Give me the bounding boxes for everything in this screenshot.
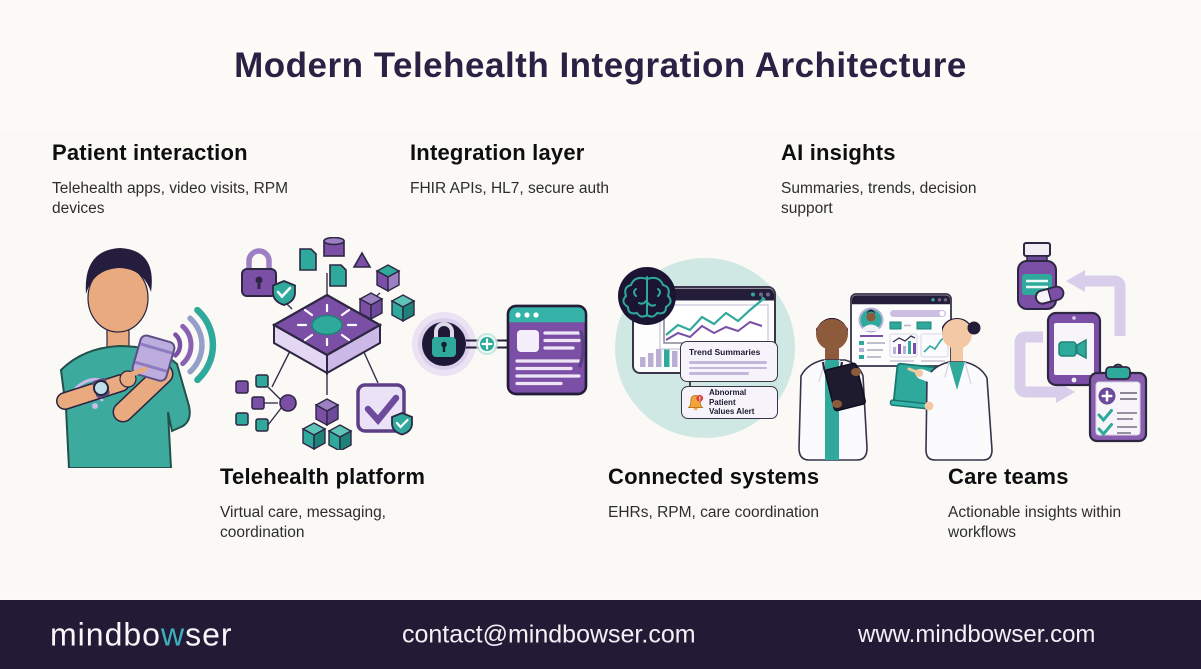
section-title: AI insights — [781, 140, 896, 165]
cycle-arrows-icon — [1014, 275, 1126, 398]
text-line — [689, 366, 767, 369]
brain-icon — [618, 267, 676, 325]
section-title: Connected systems — [608, 464, 820, 489]
female-doctor — [889, 318, 993, 461]
section-subtitle: Virtual care, messaging, coordination — [220, 504, 386, 542]
section-subtitle: Telehealth apps, video visits, RPM devic… — [52, 180, 289, 218]
section-subtitle: FHIR APIs, HL7, secure auth — [410, 180, 610, 197]
patient-wearable-illustration — [56, 248, 191, 468]
section-title: Integration layer — [410, 140, 585, 165]
section-integration-layer: Integration layer FHIR APIs, HL7, secure… — [410, 140, 660, 199]
care-team-review-illustration — [798, 293, 993, 461]
patient-figure — [56, 248, 191, 468]
mindbowser-logo[interactable]: mindbowser — [50, 616, 233, 652]
cubes-bottom-icon — [301, 398, 353, 450]
documents-icon — [299, 237, 372, 287]
text-line — [689, 361, 767, 364]
section-patient-interaction: Patient interaction Telehealth apps, vid… — [52, 140, 298, 219]
page-title: Modern Telehealth Integration Architectu… — [234, 46, 967, 85]
care-cycle-illustration — [1014, 242, 1148, 443]
section-connected-systems: Connected systems EHRs, RPM, care coordi… — [608, 464, 858, 523]
workflow-tree-icon — [235, 374, 297, 432]
website-url[interactable]: www.mindbowser.com — [858, 620, 1096, 648]
contact-email[interactable]: contact@mindbowser.com — [402, 620, 696, 648]
platform-chip-icon — [271, 293, 383, 375]
alert-card-text: Abnormal Patient Values Alert — [708, 388, 755, 417]
footer-bar: mindbowser contact@mindbowser.com www.mi… — [0, 600, 1201, 669]
text-line — [689, 372, 749, 375]
section-title: Patient interaction — [52, 140, 248, 165]
section-subtitle: Summaries, trends, decision support — [781, 180, 977, 218]
section-ai-insights: AI insights Summaries, trends, decision … — [781, 140, 1011, 219]
integration-illustration — [412, 304, 588, 396]
section-subtitle: EHRs, RPM, care coordination — [608, 504, 820, 521]
plus-connector-icon — [476, 333, 498, 355]
secure-lock-icon — [422, 322, 466, 366]
abnormal-values-alert-card: Abnormal Patient Values Alert — [681, 386, 778, 419]
patient-dashboard-icon — [850, 293, 952, 367]
section-subtitle: Actionable insights within workflows — [948, 504, 1122, 542]
trend-card-title: Trend Summaries — [689, 347, 761, 357]
video-call-tablet-icon — [1046, 311, 1102, 387]
alert-bell-icon — [688, 394, 704, 411]
smartwatch-icon — [92, 378, 110, 398]
section-telehealth-platform: Telehealth platform Virtual care, messag… — [220, 464, 430, 543]
capsule-icon — [1034, 285, 1065, 305]
section-care-teams: Care teams Actionable insights within wo… — [948, 464, 1160, 543]
care-checklist-icon — [1088, 363, 1148, 443]
verified-check-icon — [356, 383, 413, 436]
section-title: Telehealth platform — [220, 464, 426, 489]
lock-shield-icon — [241, 248, 296, 306]
section-title: Care teams — [948, 464, 1069, 489]
platform-hub-illustration — [235, 237, 416, 450]
data-cubes-icon — [358, 264, 416, 323]
male-doctor — [798, 318, 868, 461]
signal-waves-icon — [173, 306, 217, 384]
trend-summaries-card: Trend Summaries — [680, 341, 778, 382]
browser-window-icon — [506, 304, 588, 396]
